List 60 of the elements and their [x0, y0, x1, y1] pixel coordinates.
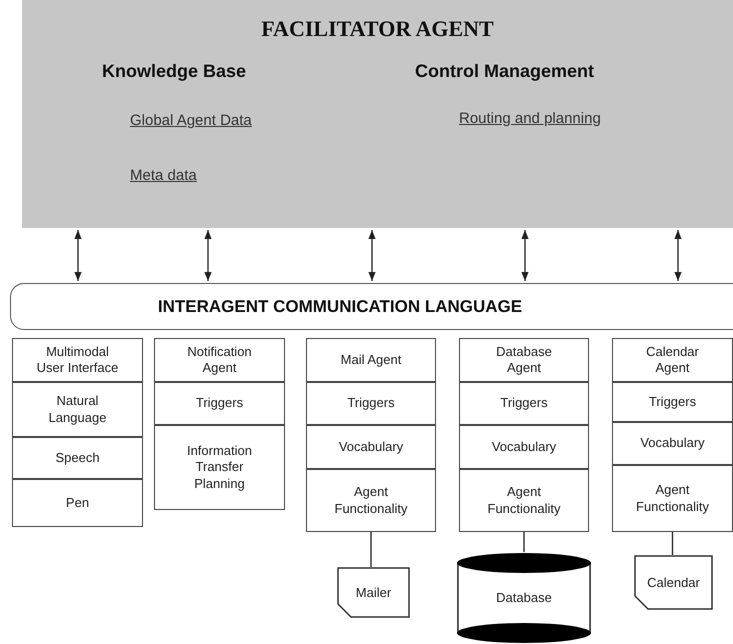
bar-label: INTERAGENT COMMUNICATION LANGUAGE: [158, 296, 522, 318]
panel-title: FACILITATOR AGENT: [260, 15, 495, 43]
agent-cell: [306, 338, 436, 382]
connector-line: [370, 532, 372, 567]
agent-cell: [154, 338, 285, 382]
connector-line: [672, 532, 674, 555]
cell-label: Notification Agent: [186, 344, 253, 376]
underlined-item: Global Agent Data: [130, 111, 252, 131]
cell-label: Vocabulary: [640, 435, 705, 452]
card-label: Mailer: [356, 584, 392, 602]
cell-label: Pen: [66, 494, 90, 512]
agent-cell: [306, 425, 436, 469]
agent-cell: [612, 338, 733, 382]
cell-label: Database Agent: [495, 344, 553, 376]
underlined-item: Meta data: [130, 166, 197, 186]
cell-label: Natural Language: [48, 393, 108, 426]
agent-cell: [612, 422, 733, 465]
agent-cell: [12, 479, 143, 527]
cell-label: Triggers: [347, 395, 395, 412]
language-bar: [10, 283, 733, 330]
cell-label: Triggers: [648, 394, 696, 410]
cell-label: Information Transfer Planning: [186, 443, 254, 492]
double-arrow: [521, 230, 529, 281]
section-heading: Control Management: [415, 60, 594, 83]
facilitator-panel: [22, 0, 733, 228]
agent-cell: [306, 382, 436, 425]
cell-label: Multimodal User Interface: [36, 344, 120, 376]
cell-label: Triggers: [196, 395, 244, 412]
cell-label: Calendar Agent: [645, 344, 700, 376]
agent-cell: [12, 338, 143, 382]
section-heading: Knowledge Base: [102, 60, 246, 83]
cell-label: Vocabulary: [492, 438, 556, 456]
agent-cell: [154, 382, 285, 425]
cell-label: Mail Agent: [340, 352, 402, 368]
double-arrow: [368, 230, 376, 281]
cylinder-label: Database: [496, 589, 552, 608]
cell-label: Triggers: [500, 395, 548, 412]
agent-cell: [459, 382, 589, 425]
cell-label: Speech: [55, 450, 100, 466]
agent-cell: [612, 465, 733, 532]
double-arrow: [674, 230, 682, 281]
double-arrow: [204, 230, 212, 281]
underlined-item: Routing and planning: [459, 109, 601, 129]
agent-cell: [459, 338, 589, 382]
cell-label: Agent Functionality: [635, 482, 710, 515]
cell-label: Agent Functionality: [334, 484, 408, 517]
double-arrow: [74, 230, 82, 281]
agent-cell: [459, 425, 589, 469]
agent-cell: [612, 382, 733, 422]
agent-cell: [12, 382, 143, 437]
document-card: [337, 567, 410, 618]
connector-line: [523, 532, 525, 552]
cell-label: Vocabulary: [338, 438, 404, 456]
agent-cell: [12, 437, 143, 479]
cell-label: Agent Functionality: [486, 484, 562, 517]
agent-cell: [306, 469, 436, 532]
agent-cell: [459, 469, 589, 532]
document-card: [634, 555, 713, 610]
agent-cell: [154, 425, 285, 510]
card-label: Calendar: [647, 574, 700, 592]
